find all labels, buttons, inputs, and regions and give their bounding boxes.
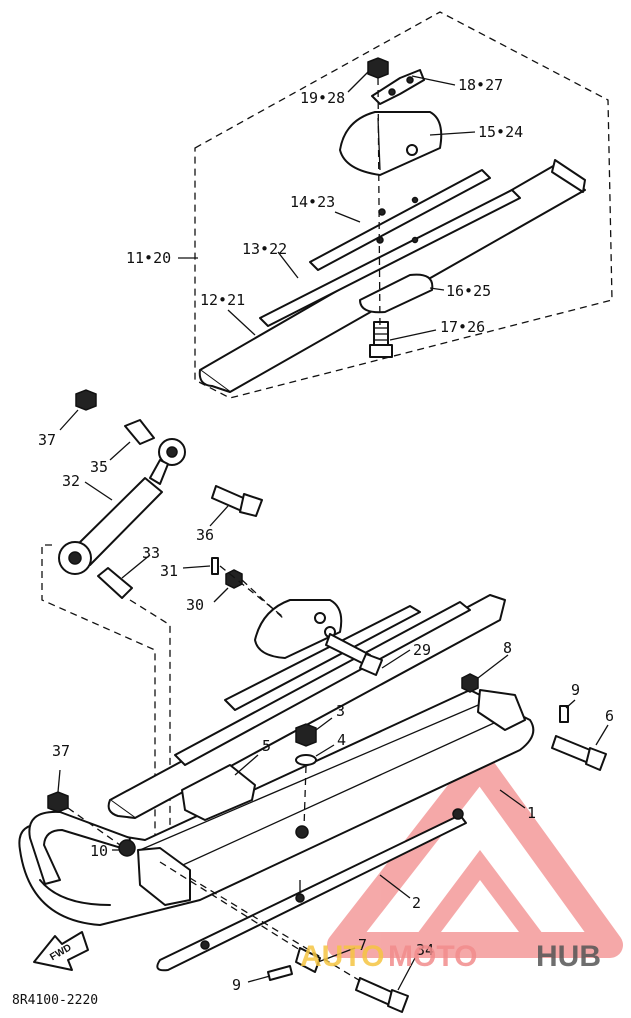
label-5: 5 bbox=[262, 737, 271, 755]
label-8: 8 bbox=[503, 639, 512, 657]
label-11-20: 11•20 bbox=[126, 249, 171, 267]
diagram-code: 8R4100-2220 bbox=[12, 993, 98, 1008]
label-33: 33 bbox=[142, 544, 160, 562]
label-35: 35 bbox=[90, 458, 108, 476]
label-18-27: 18•27 bbox=[458, 76, 503, 94]
label-29: 29 bbox=[413, 641, 431, 659]
upper-group-frame bbox=[194, 11, 613, 399]
label-34: 34 bbox=[416, 941, 434, 959]
label-9-lower: 9 bbox=[232, 976, 241, 994]
label-12-21: 12•21 bbox=[200, 291, 245, 309]
label-32: 32 bbox=[62, 472, 80, 490]
watermark-logo bbox=[327, 752, 623, 958]
label-16-25: 16•25 bbox=[446, 282, 491, 300]
forward-arrow-icon: FWD bbox=[33, 931, 89, 971]
leader-lines bbox=[57, 71, 609, 991]
svg-text:HUB: HUB bbox=[536, 940, 601, 973]
svg-text:MOTO: MOTO bbox=[388, 940, 477, 973]
label-14-23: 14•23 bbox=[290, 193, 335, 211]
label-17-26: 17•26 bbox=[440, 318, 485, 336]
label-13-22: 13•22 bbox=[242, 240, 287, 258]
label-37-upper: 37 bbox=[38, 431, 56, 449]
label-4: 4 bbox=[337, 731, 346, 749]
label-1: 1 bbox=[527, 804, 536, 822]
shock-absorber bbox=[41, 389, 263, 840]
ski bbox=[18, 673, 607, 1013]
label-10: 10 bbox=[90, 842, 108, 860]
label-37-lower: 37 bbox=[52, 742, 70, 760]
label-9-upper: 9 bbox=[571, 681, 580, 699]
label-19-28: 19•28 bbox=[300, 89, 345, 107]
leaf-spring-upper bbox=[198, 57, 586, 393]
label-7: 7 bbox=[358, 936, 367, 954]
label-30: 30 bbox=[186, 596, 204, 614]
label-6: 6 bbox=[605, 707, 614, 725]
leaf-spring-lower bbox=[107, 557, 506, 819]
svg-text:AUTO: AUTO bbox=[300, 940, 384, 973]
label-3: 3 bbox=[336, 702, 345, 720]
label-36: 36 bbox=[196, 526, 214, 544]
label-15-24: 15•24 bbox=[478, 123, 523, 141]
part-labels: 19•28 18•27 15•24 14•23 11•20 13•22 12•2… bbox=[12, 76, 614, 1008]
label-2: 2 bbox=[412, 894, 421, 912]
watermark-text: AUTO MOTO HUB bbox=[300, 940, 601, 973]
label-31: 31 bbox=[160, 562, 178, 580]
